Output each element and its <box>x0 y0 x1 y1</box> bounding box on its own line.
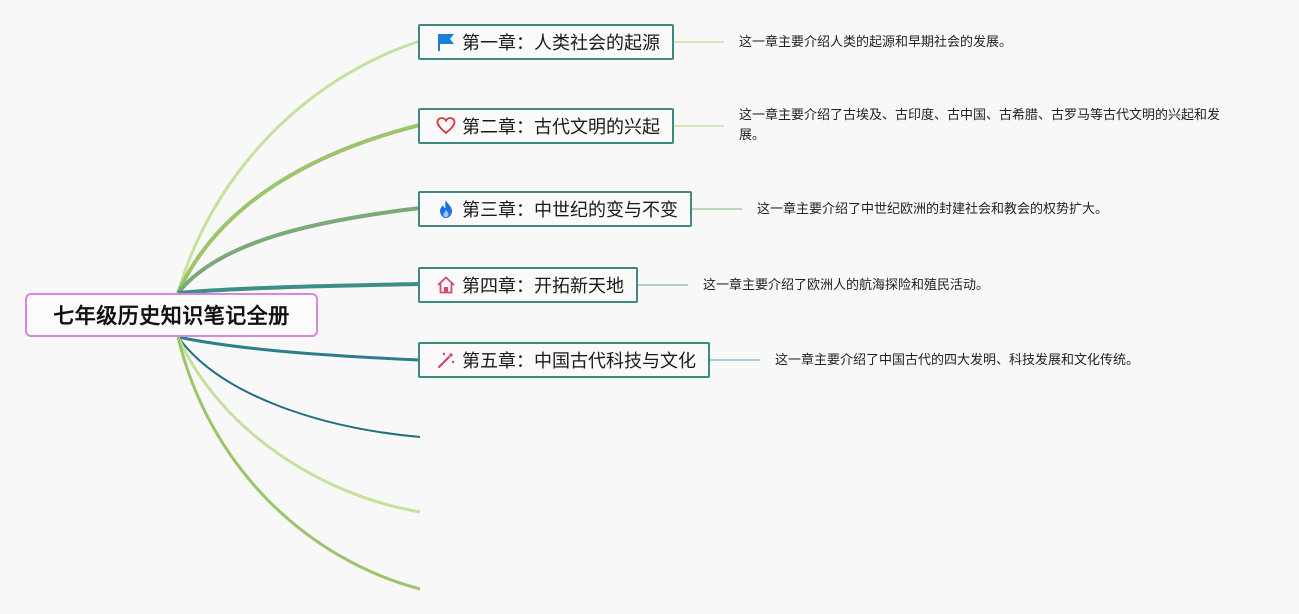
chapter-1-description: 这一章主要介绍人类的起源和早期社会的发展。 <box>739 35 1013 50</box>
branch-line-5 <box>177 335 421 362</box>
chapter-3-node[interactable]: 第三章：中世纪的变与不变 <box>418 191 692 227</box>
chapter-2-description: 这一章主要介绍了古埃及、古印度、古中国、古希腊、古罗马等古代文明的兴起和发展。 <box>739 108 1221 143</box>
branch-line-4 <box>177 282 421 295</box>
branch-line-3 <box>176 206 421 295</box>
branch-line-8 <box>176 336 421 591</box>
chapter-5-title: 第五章：中国古代科技与文化 <box>462 351 696 372</box>
chapter-1-title: 第一章：人类社会的起源 <box>462 33 660 54</box>
root-title: 七年级历史知识笔记全册 <box>53 304 290 328</box>
magic-wand-icon <box>436 350 456 370</box>
home-icon <box>436 275 456 295</box>
branch-line-6 <box>177 336 421 438</box>
heart-icon <box>436 116 456 136</box>
chapter-3-title: 第三章：中世纪的变与不变 <box>462 200 678 221</box>
branch-line-1 <box>176 39 421 294</box>
flag-icon <box>436 32 456 52</box>
branch-line-2 <box>176 123 421 294</box>
chapter-2-node[interactable]: 第二章：古代文明的兴起 <box>418 108 674 144</box>
chapter-2-title: 第二章：古代文明的兴起 <box>462 117 660 138</box>
chapter-3-description: 这一章主要介绍了中世纪欧洲的封建社会和教会的权势扩大。 <box>757 202 1109 217</box>
chapter-5-description: 这一章主要介绍了中国古代的四大发明、科技发展和文化传统。 <box>775 353 1140 368</box>
chapter-5-node[interactable]: 第五章：中国古代科技与文化 <box>418 342 710 378</box>
chapter-4-title: 第四章：开拓新天地 <box>462 276 624 297</box>
branch-line-7 <box>176 336 421 514</box>
flame-icon <box>436 199 456 219</box>
chapter-1-node[interactable]: 第一章：人类社会的起源 <box>418 24 674 60</box>
root-topic[interactable]: 七年级历史知识笔记全册 <box>25 293 318 337</box>
chapter-4-node[interactable]: 第四章：开拓新天地 <box>418 267 638 303</box>
chapter-4-description: 这一章主要介绍了欧洲人的航海探险和殖民活动。 <box>703 278 990 293</box>
